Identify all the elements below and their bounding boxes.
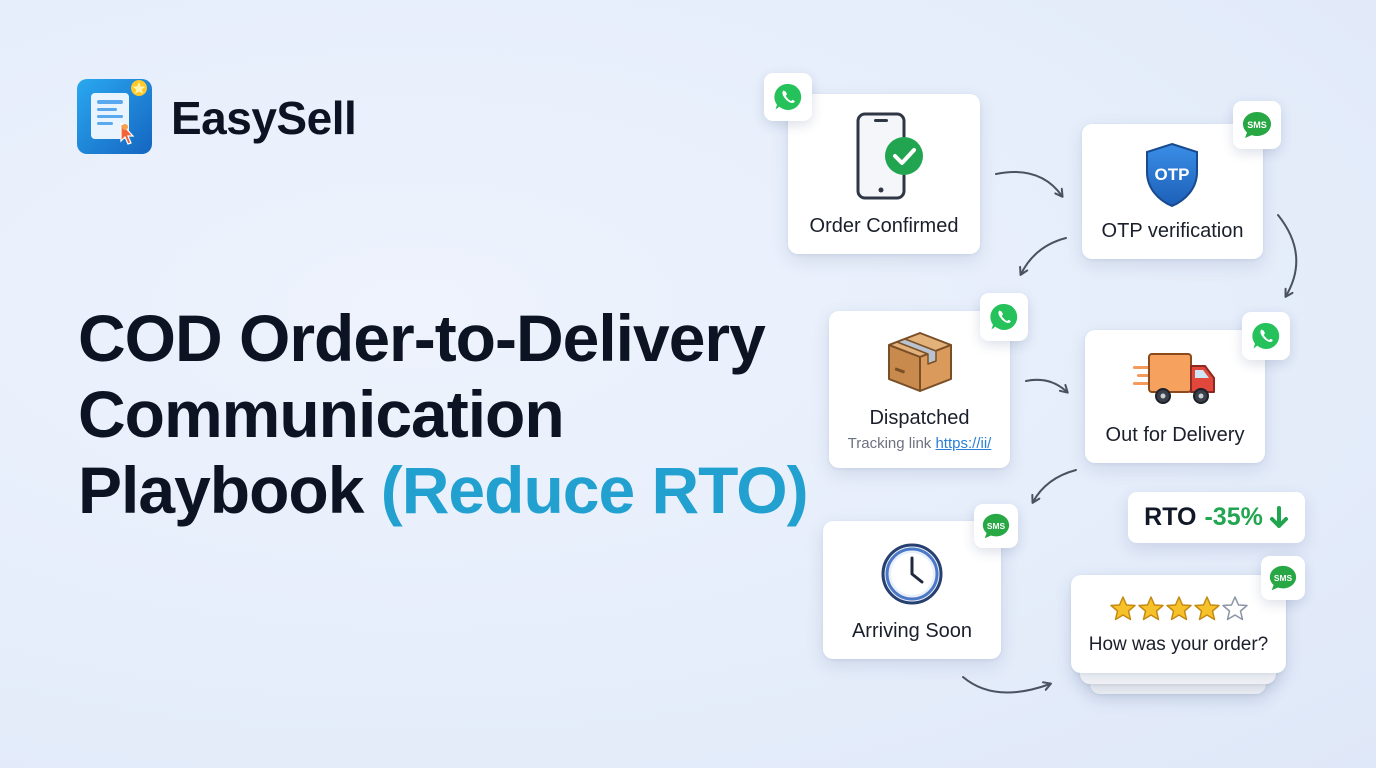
arrow-otp-to-dispatched [1019, 237, 1067, 276]
sms-icon: SMS [1269, 565, 1297, 591]
step-card-order-confirmed: Order Confirmed [788, 94, 980, 254]
rto-label: RTO [1144, 503, 1197, 531]
page-title: COD Order-to-Delivery Communication Play… [78, 300, 809, 528]
whatsapp-badge-order-confirmed [764, 73, 812, 121]
arrow-confirmed-to-otp [995, 170, 1064, 198]
package-box-icon [888, 332, 952, 392]
brand-logo [77, 79, 152, 154]
step-card-otp-verification: OTP OTP verification [1082, 124, 1263, 259]
otp-shield-icon: OTP [1146, 142, 1198, 208]
step-card-feedback: How was your order? [1071, 575, 1286, 673]
arrow-otp-right [1277, 214, 1298, 298]
sms-badge-feedback: SMS [1261, 556, 1305, 600]
rating-stars-icon [1110, 596, 1248, 621]
step-title-otp-verification: OTP verification [1101, 220, 1244, 242]
star-empty [1222, 596, 1248, 621]
step-title-arriving-soon: Arriving Soon [851, 620, 973, 642]
step-title-feedback: How was your order? [1088, 634, 1269, 655]
whatsapp-icon [774, 83, 802, 110]
sms-badge-otp: SMS [1233, 101, 1281, 149]
step-card-out-for-delivery: Out for Delivery [1085, 330, 1265, 463]
svg-text:SMS: SMS [1247, 120, 1267, 130]
headline-accent: (Reduce RTO) [380, 453, 809, 527]
svg-text:SMS: SMS [987, 521, 1006, 531]
rto-value: -35% [1204, 503, 1263, 531]
arrow-delivery-to-arriving [1031, 469, 1077, 504]
tracking-link-label: Tracking link [847, 435, 932, 452]
rto-reduction-badge: RTO -35% [1128, 492, 1305, 543]
form-document-icon [77, 79, 152, 154]
whatsapp-badge-out-for-delivery [1242, 312, 1290, 360]
sms-icon: SMS [1243, 112, 1271, 138]
step-title-dispatched: Dispatched [869, 407, 970, 429]
headline-line-1: COD Order-to-Delivery [78, 301, 766, 375]
arrow-arriving-to-feedback [962, 676, 1052, 694]
svg-text:SMS: SMS [1274, 573, 1293, 583]
whatsapp-badge-dispatched [980, 293, 1028, 341]
headline-line-2: Communication [78, 377, 565, 451]
step-title-order-confirmed: Order Confirmed [809, 215, 959, 237]
step-title-out-for-delivery: Out for Delivery [1105, 424, 1245, 446]
delivery-truck-icon [1133, 353, 1215, 404]
whatsapp-icon [990, 303, 1018, 330]
step-card-dispatched: Dispatched Tracking link https://ii/ [829, 311, 1010, 468]
step-card-arriving-soon: Arriving Soon [823, 521, 1001, 659]
headline-line-3: Playbook (Reduce RTO) [78, 452, 809, 528]
star-filled [1194, 596, 1220, 621]
whatsapp-icon [1252, 322, 1280, 349]
star-filled [1138, 596, 1164, 621]
arrow-dispatched-to-delivery [1025, 378, 1069, 394]
star-filled [1166, 596, 1192, 621]
star-filled [1110, 596, 1136, 621]
tracking-link[interactable]: https://ii/ [935, 435, 992, 452]
smartphone-check-icon [856, 112, 923, 200]
otp-icon-text: OTP [1155, 165, 1190, 184]
sms-badge-arriving-soon: SMS [974, 504, 1018, 548]
arrow-down-icon [1269, 505, 1288, 528]
tracking-link-text: Tracking link https://ii/ [829, 435, 1010, 452]
headline-line-3-main: Playbook [78, 453, 364, 527]
brand-name: EasySell [171, 92, 357, 144]
clock-icon [881, 543, 943, 605]
sms-icon: SMS [982, 513, 1010, 539]
